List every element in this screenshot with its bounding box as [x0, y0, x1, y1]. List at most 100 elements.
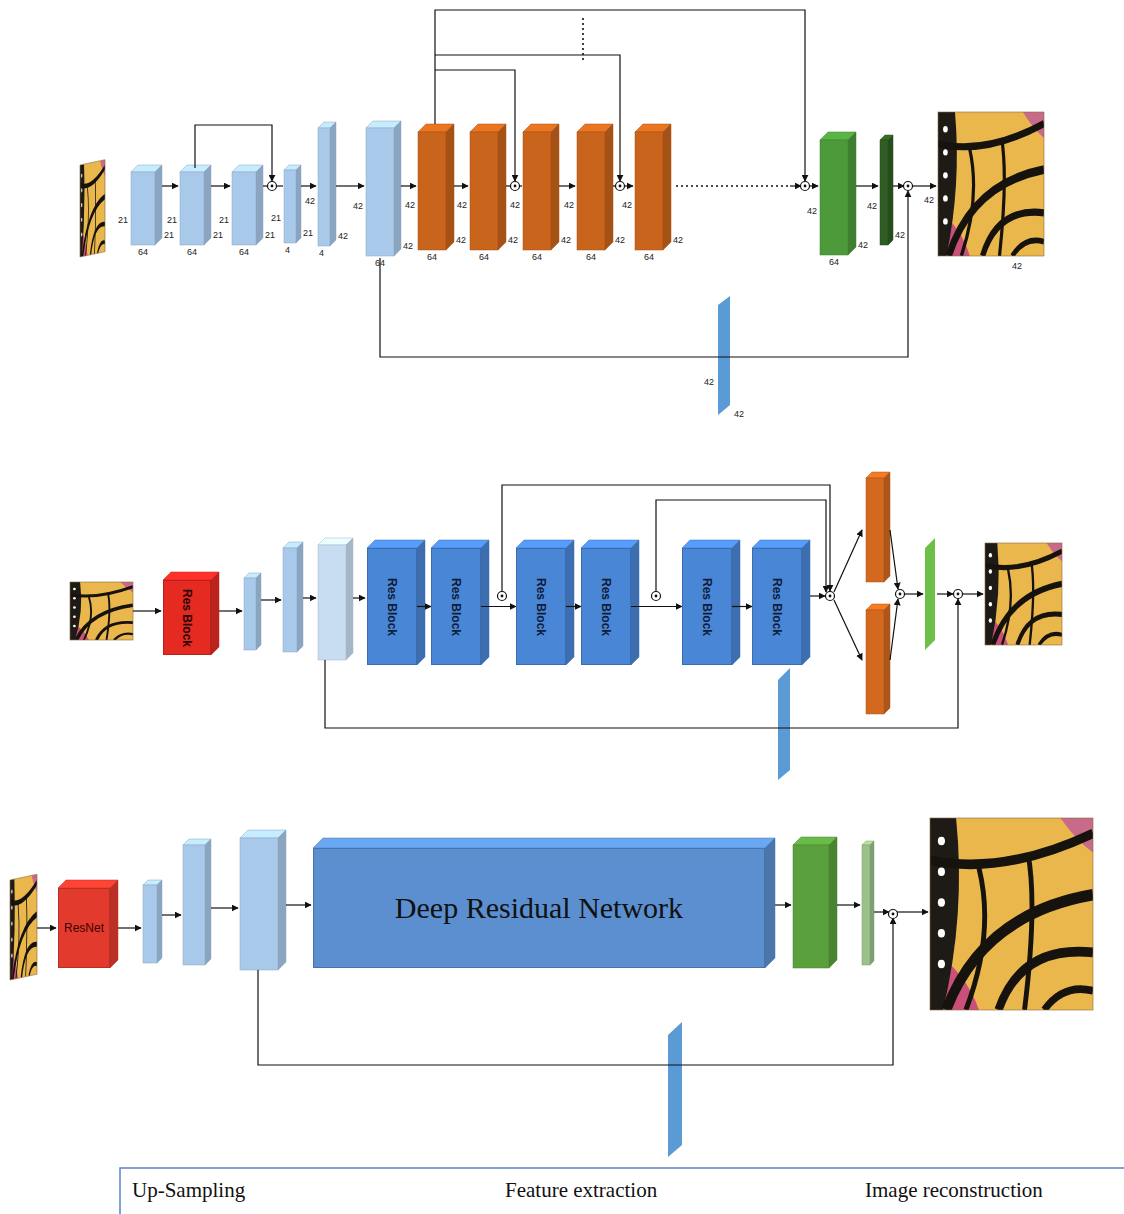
- dimension-label: 42: [457, 201, 467, 210]
- flow-arrow: [353, 597, 365, 598]
- dimension-label: 42: [405, 201, 415, 210]
- feature-map-block: [318, 538, 353, 660]
- sum-circle: [904, 182, 913, 191]
- feature-map-block: [470, 124, 506, 250]
- flow-arrow: [211, 185, 230, 186]
- dimension-label: 64: [644, 253, 654, 262]
- dimension-label: 21: [213, 231, 223, 240]
- node-depth: [58, 880, 118, 968]
- dimension-label: 42: [895, 231, 905, 240]
- dimension-label: 42: [673, 236, 683, 245]
- res-block: Res Block: [516, 548, 566, 665]
- flow-connector: [732, 606, 752, 607]
- thin-layer-plate: [778, 668, 790, 780]
- feature-map-block: [240, 830, 286, 970]
- feature-map-block: [866, 604, 890, 714]
- block-side: [884, 604, 890, 714]
- image-frame: [938, 112, 1044, 256]
- block-front: [244, 578, 256, 650]
- block-front: [820, 140, 848, 255]
- block-top: [58, 880, 118, 888]
- feature-map-block: [283, 542, 303, 652]
- block-side: [205, 839, 211, 965]
- sum-circle: [889, 910, 898, 919]
- dimension-label: 21: [265, 231, 275, 240]
- flow-arrow: [162, 185, 178, 186]
- feature-map-block: [418, 124, 454, 250]
- dimension-label: 42: [510, 201, 520, 210]
- node-label: Res Block: [449, 577, 463, 635]
- flow-arrow: [904, 593, 923, 594]
- dimension-label: 42: [615, 236, 625, 245]
- flow-arrow: [303, 597, 316, 598]
- dimension-label: 42: [924, 196, 934, 205]
- dimension-label: 64: [829, 258, 839, 267]
- dimension-label: 42: [867, 202, 877, 211]
- flow-connector: [417, 606, 431, 607]
- feature-map-block: [232, 165, 263, 245]
- res-block: Res Block: [581, 548, 631, 665]
- block-side: [256, 165, 263, 245]
- block-front: [577, 132, 605, 250]
- res-block: Res Block: [752, 548, 802, 665]
- block-top: [682, 540, 740, 548]
- node-depth: [581, 540, 639, 665]
- block-front: [284, 170, 296, 243]
- dimension-label: 21: [164, 231, 174, 240]
- flow-arrow: [301, 185, 316, 186]
- dimension-label: 42: [807, 207, 817, 216]
- block-side: [296, 165, 301, 243]
- dotted-line: [676, 185, 788, 187]
- sum-circle: [511, 182, 520, 191]
- block-side: [157, 880, 162, 963]
- dimension-label: 64: [532, 253, 542, 262]
- sum-circle: [498, 592, 507, 601]
- thin-layer-plate: [718, 296, 730, 415]
- node-depth: [163, 572, 219, 655]
- block-side: [605, 124, 613, 250]
- dimension-label: 64: [375, 259, 385, 268]
- sum-circle: [268, 182, 277, 191]
- sum-circle: [826, 592, 835, 601]
- flow-arrow: [790, 185, 801, 186]
- image-frame: [10, 874, 37, 980]
- block-side: [829, 837, 837, 968]
- block-top: [313, 838, 775, 848]
- flow-connector: [631, 606, 682, 607]
- flow-arrow: [810, 595, 825, 596]
- dimension-label: 42: [561, 236, 571, 245]
- flow-arrow: [893, 185, 904, 186]
- feature-map-block: [244, 573, 261, 650]
- flow-arrow: [263, 185, 267, 186]
- block-top: [367, 540, 425, 548]
- flow-arrow: [559, 185, 575, 186]
- dimension-label: 42: [858, 241, 868, 250]
- dimension-label: 42: [508, 236, 518, 245]
- dimension-label: 42: [305, 197, 315, 206]
- block-front: [635, 132, 663, 250]
- dimension-label: 64: [239, 248, 249, 257]
- butterfly-image: [80, 160, 105, 257]
- block-side: [631, 540, 639, 665]
- section-title: Feature extraction: [505, 1180, 657, 1201]
- dimension-label: 64: [427, 253, 437, 262]
- block-front: [866, 610, 884, 714]
- section-band-line: [120, 1168, 1124, 1214]
- flow-arrow: [401, 185, 416, 186]
- block-front: [240, 838, 278, 970]
- feature-map-block: [577, 124, 613, 250]
- flow-arrow: [37, 927, 56, 928]
- block-top: [581, 540, 639, 548]
- flow-arrow: [809, 185, 818, 186]
- flow-arrow: [336, 185, 364, 186]
- res-block: Res Block: [367, 548, 417, 665]
- flow-arrow: [118, 927, 141, 928]
- feature-map-block: [866, 472, 890, 582]
- sum-circle: [896, 590, 905, 599]
- block-top: [752, 540, 810, 548]
- block-side: [256, 573, 261, 650]
- node-label: ResNet: [64, 921, 104, 935]
- dimension-label: 42: [622, 201, 632, 210]
- block-side: [417, 540, 425, 665]
- block-front: [866, 478, 884, 582]
